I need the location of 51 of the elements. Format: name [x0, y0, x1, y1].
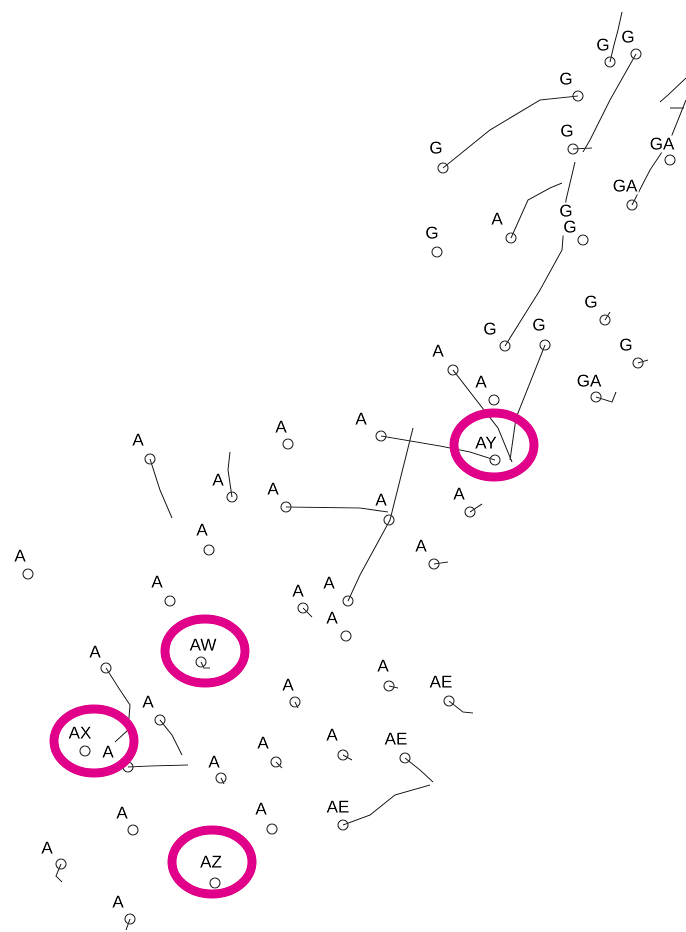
cell-label: A — [291, 582, 305, 600]
cell-label: G — [428, 140, 444, 156]
cell-label: A — [322, 574, 336, 592]
cell-label: A — [150, 574, 164, 590]
cell-label: AX — [68, 724, 92, 742]
cell-label: GA — [576, 372, 602, 390]
cell-label: A — [115, 804, 129, 822]
cell-label: AE — [384, 730, 408, 748]
cell-label: G — [558, 202, 574, 220]
cell-label: A — [266, 480, 280, 498]
cell-label: AW — [188, 636, 218, 654]
cell-label: A — [40, 840, 54, 856]
cell-label: A — [211, 472, 225, 488]
cell-label: A — [474, 374, 488, 390]
cell-label: AY — [474, 434, 498, 452]
cell-label: G — [618, 336, 634, 354]
cell-label: A — [101, 744, 115, 760]
cell-label: AE — [326, 798, 350, 816]
cell-label: A — [195, 522, 209, 538]
cell-label: G — [531, 316, 547, 334]
cell-label: A — [256, 734, 270, 752]
cell-label: A — [374, 492, 388, 508]
cell-label: A — [207, 754, 221, 770]
cell-label: A — [376, 658, 390, 674]
cell-label: G — [562, 218, 578, 236]
cell-label: A — [254, 800, 268, 818]
cell-label: G — [595, 36, 611, 54]
cell-label: A — [281, 676, 295, 694]
cell-label: G — [558, 70, 574, 88]
cell-label: A — [88, 644, 102, 660]
cell-label: GA — [648, 136, 676, 152]
cell-label: A — [111, 894, 125, 910]
cell-label: G — [424, 224, 440, 242]
cell-label: A — [325, 726, 339, 744]
cell-label: A — [131, 432, 145, 448]
cell-label: G — [583, 294, 599, 310]
cell-label: A — [354, 410, 368, 428]
cell-label: A — [141, 694, 155, 710]
cell-label: A — [325, 610, 339, 626]
cell-label: GA — [612, 178, 638, 194]
cell-label: G — [559, 122, 575, 140]
cell-label: AE — [428, 674, 454, 690]
cell-label: A — [431, 342, 445, 360]
cell-label: A — [414, 538, 428, 554]
cell-label: G — [482, 320, 498, 338]
cell-label: A — [274, 418, 288, 436]
cell-label: A — [13, 548, 27, 564]
cell-label: A — [490, 210, 504, 228]
cell-label: A — [452, 486, 466, 502]
cell-label: G — [620, 28, 636, 46]
cell-label: AZ — [199, 854, 223, 870]
